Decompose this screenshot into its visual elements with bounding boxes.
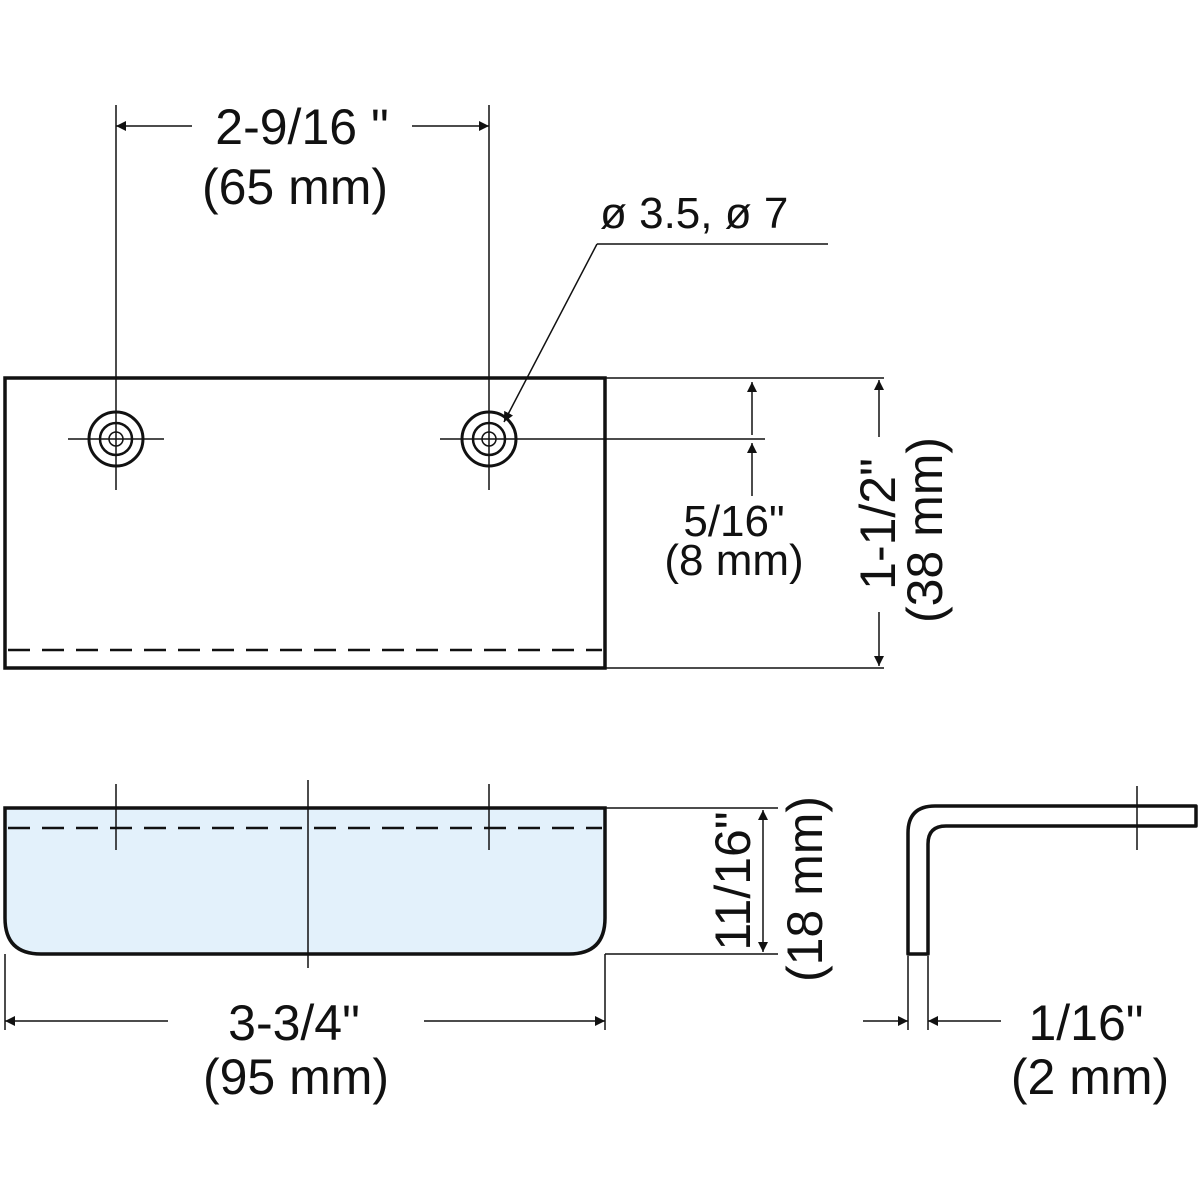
depth-metric: (18 mm) (777, 796, 833, 982)
hole-spacing-metric: (65 mm) (202, 159, 388, 215)
depth-dimension: 11/16" (18 mm) (605, 796, 833, 982)
hole-spacing-imperial: 2-9/16 " (215, 99, 388, 155)
height-dimension: 1-1/2" (38 mm) (605, 380, 953, 669)
length-imperial: 3-3/4" (228, 995, 360, 1051)
thickness-metric: (2 mm) (1011, 1049, 1169, 1105)
hole-diameter-label: ø 3.5, ø 7 (600, 189, 788, 238)
height-metric: (38 mm) (897, 437, 953, 623)
hole-spacing-dimension: 2-9/16 " (65 mm) (115, 99, 490, 400)
mounting-hole-right (440, 400, 765, 490)
hole-diameter-callout: ø 3.5, ø 7 (503, 189, 828, 423)
mounting-hole-left (68, 400, 164, 490)
front-view (3, 376, 765, 670)
length-metric: (95 mm) (203, 1049, 389, 1105)
hole-offset-metric: (8 mm) (664, 536, 803, 585)
side-view (3, 780, 607, 968)
hole-offset-dimension: 5/16" (8 mm) (605, 377, 884, 585)
depth-imperial: 11/16" (705, 811, 761, 950)
side-view-body (3, 806, 607, 956)
profile-view (863, 786, 1198, 1030)
length-dimension: 3-3/4" (95 mm) (4, 954, 606, 1105)
height-imperial: 1-1/2" (850, 458, 906, 590)
thickness-imperial: 1/16" (1028, 995, 1143, 1051)
profile-section (906, 804, 1198, 956)
thickness-dimension: 1/16" (2 mm) (1011, 995, 1169, 1105)
hole-offset-imperial: 5/16" (683, 497, 784, 546)
